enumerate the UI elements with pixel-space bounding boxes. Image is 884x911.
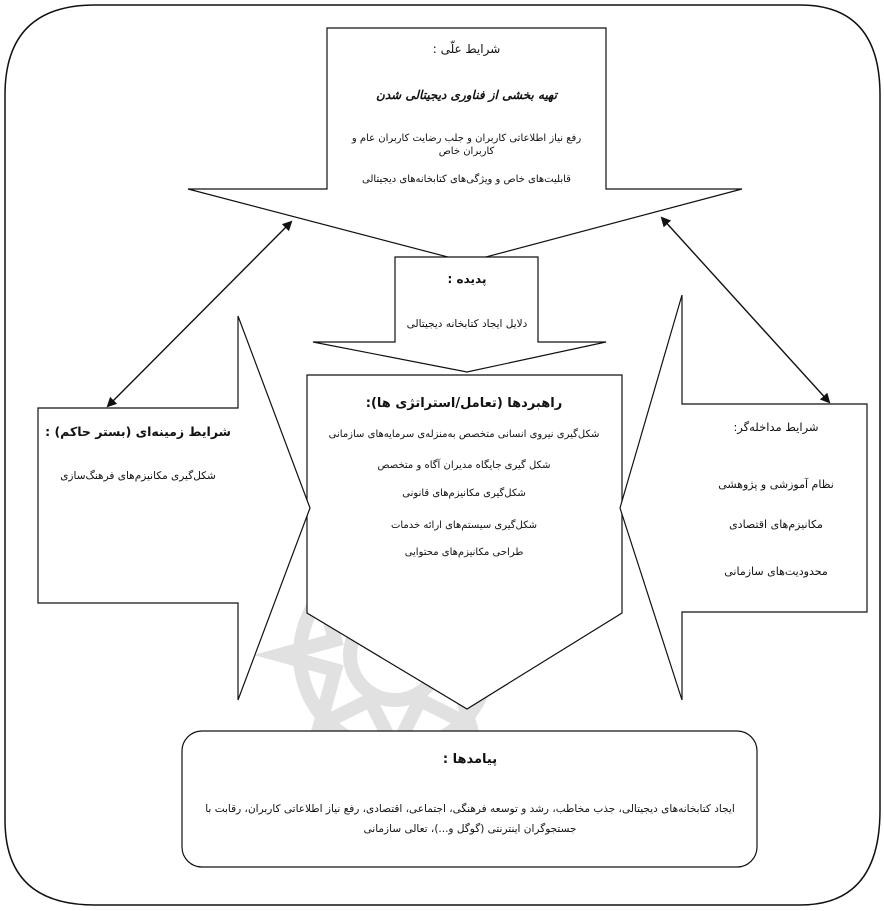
phenomenon-heading: پدیده :	[447, 272, 487, 286]
strategies-arrow-shape	[306, 374, 623, 710]
outer-frame	[4, 4, 881, 906]
causal-item-2: قابلیت‌های خاص و ویژگی‌های کتابخانه‌های …	[362, 174, 571, 185]
strategies-heading: راهبردها (تعامل/استراتژی ها):	[365, 396, 563, 411]
context-text: شکل‌گیری مکانیزم‌های فرهنگ‌سازی	[60, 470, 216, 482]
strategies-item-2: شکل گیری جایگاه مدیران آگاه و متخصص	[377, 460, 551, 471]
causal-conditions-arrow-shape	[187, 27, 743, 263]
intervening-heading: شرایط مداخله‌گر:	[733, 420, 819, 434]
phenomenon-arrow-shape	[312, 256, 607, 373]
context-conditions-arrow-shape	[37, 315, 311, 701]
consequences-heading: پیامدها :	[442, 752, 498, 767]
intervening-item-3: محدودیت‌های سازمانی	[724, 565, 828, 578]
causal-heading: شرایط علّی :	[432, 42, 501, 56]
causal-item-1: رفع نیاز اطلاعاتی کاربران و جلب رضایت کا…	[351, 133, 582, 157]
strategies-item-1: شکل‌گیری نیروی انسانی متخصص به‌منزله‌ی س…	[328, 429, 600, 440]
context-to-causal-connector-arrow	[106, 220, 293, 408]
consequences-text: ایجاد کتابخانه‌های دیجیتالی، جذب مخاطب، …	[205, 803, 735, 835]
intervening-conditions-arrow-shape	[619, 294, 868, 701]
intervening-item-1: نظام آموزشی و پژوهشی	[718, 478, 834, 491]
strategies-item-3: شکل‌گیری مکانیزم‌های قانونی	[402, 488, 526, 499]
intervening-item-2: مکانیزم‌های اقتصادی	[729, 518, 823, 531]
strategies-item-5: طراحی مکانیزم‌های محتوایی	[404, 547, 524, 558]
context-heading: شرایط زمینه‌ای (بستر حاکم) :	[45, 424, 231, 439]
causal-subheading: تهیه بخشی از فناوری دیجیتالی شدن	[376, 88, 557, 102]
phenomenon-text: دلایل ایجاد کتابخانه دیجیتالی	[406, 318, 528, 330]
intervening-to-causal-connector-arrow	[660, 216, 831, 404]
strategies-item-4: شکل‌گیری سیستم‌های ارائه خدمات	[390, 520, 538, 531]
consequences-box	[181, 730, 758, 868]
